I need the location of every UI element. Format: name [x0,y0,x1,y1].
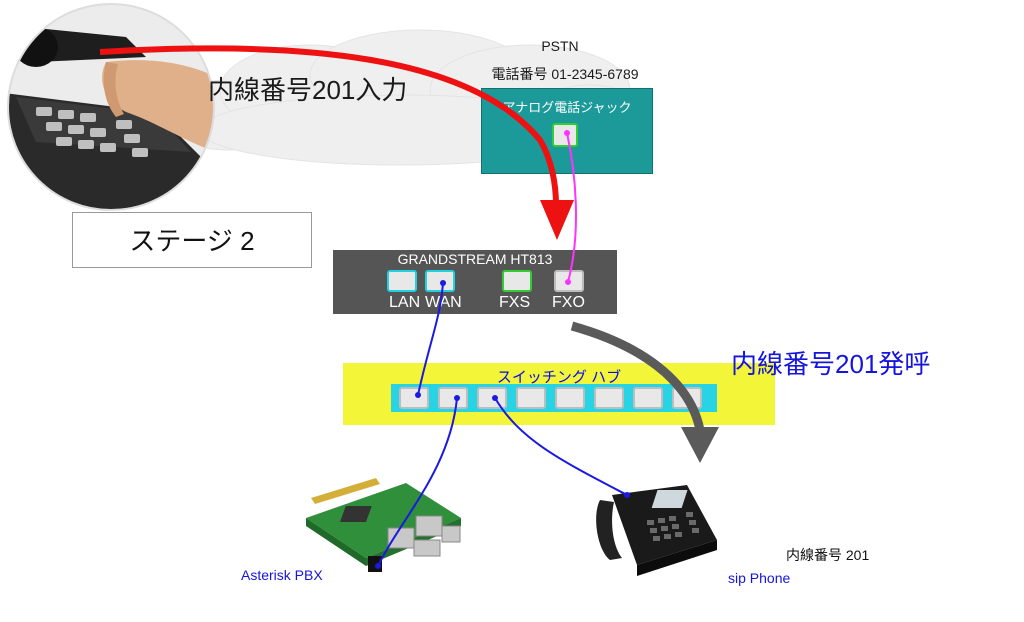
analog-jack-label: アナログ電話ジャック [502,100,632,115]
analog-jack-box: アナログ電話ジャック [481,88,653,174]
sip-phone-icon [596,485,717,576]
cable-hub-to-sip-phone [494,397,628,496]
pstn-title: PSTN [541,38,579,54]
pink-cable [566,132,577,283]
grey-call-arrow [570,321,705,431]
asterisk-pbx-label: Asterisk PBX [241,567,323,583]
grey-arrow-head [681,427,719,463]
hub-port[interactable] [399,387,429,409]
pstn-phone-number: 電話番号 01-2345-6789 [491,66,639,82]
fxs-label: FXS [499,294,531,311]
input-extension-label: 内線番号201入力 [208,75,408,105]
hub-port-strip [391,384,717,412]
cable-hub-to-pbx [377,397,458,567]
stage-label: ステージ 2 [129,226,255,256]
hub-port[interactable] [594,387,624,409]
fxs-port[interactable] [502,270,532,292]
ht813-title: GRANDSTREAM HT813 [397,251,553,267]
lan-port[interactable] [387,270,417,292]
hub-port[interactable] [633,387,663,409]
switching-hub: スイッチング ハブ [343,363,775,425]
sip-phone-label: sip Phone [728,570,791,586]
cable-wan-to-hub [417,282,444,396]
call-extension-label: 内線番号201発呼 [731,349,931,379]
hub-port[interactable] [516,387,546,409]
handset-photo [7,3,215,211]
lan-label: LAN [389,294,421,311]
hub-port[interactable] [438,387,468,409]
red-call-arrow [99,45,559,206]
fxo-label: FXO [552,294,585,311]
hub-title: スイッチング ハブ [496,369,622,386]
stage-label-box: ステージ 2 [72,212,312,268]
wan-label: WAN [425,294,462,311]
extension-number-label: 内線番号 201 [786,547,870,563]
hub-port[interactable] [555,387,585,409]
red-arrow-head [540,200,574,240]
wan-port[interactable] [425,270,455,292]
raspberry-pi-icon [306,478,461,572]
